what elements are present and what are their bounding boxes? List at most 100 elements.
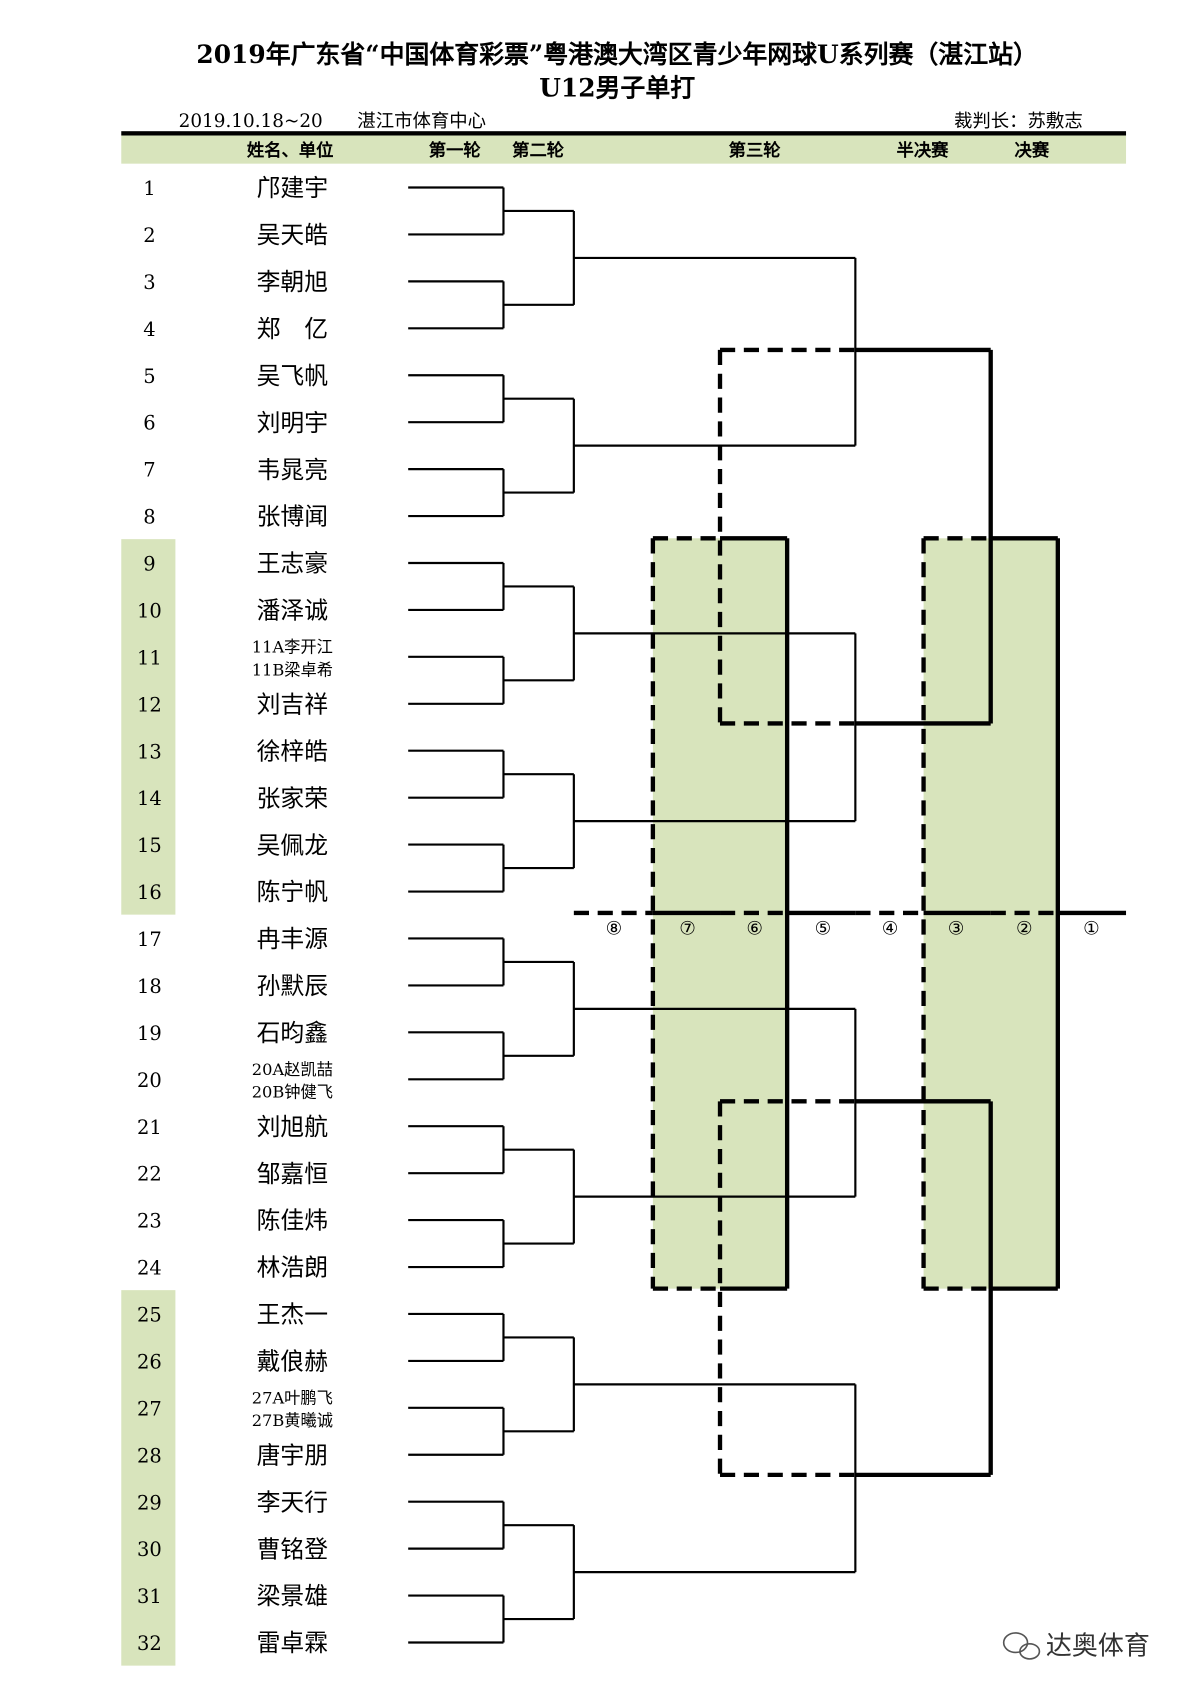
seed-number: 14	[137, 787, 162, 810]
player-name: 张家荣	[257, 784, 328, 812]
player-name: 唐宇朋	[257, 1441, 328, 1469]
seed-number: 7	[143, 459, 155, 482]
seed-number: 1	[143, 177, 155, 200]
player-name-a: 11A李开江	[252, 638, 333, 657]
player-name: 林浩朗	[257, 1254, 328, 1282]
player-name: 王志豪	[257, 550, 328, 578]
player-name: 张博闻	[257, 503, 328, 531]
seed-number: 12	[137, 693, 162, 716]
seed-number: 32	[137, 1632, 162, 1655]
seed-number: 25	[137, 1304, 162, 1327]
seed-number: 6	[143, 412, 155, 435]
col-round3: 第三轮	[729, 140, 782, 161]
player-name: 王杰一	[257, 1301, 328, 1329]
player-name: 刘明宇	[257, 409, 328, 437]
player-name: 吴天皓	[257, 221, 328, 249]
player-row: 19 石昀鑫	[137, 1019, 328, 1047]
player-name-b: 20B钟健飞	[252, 1083, 333, 1102]
seed-number: 10	[137, 599, 162, 622]
court-number: ⑥	[746, 919, 763, 940]
player-name: 戴俍赫	[257, 1348, 328, 1376]
player-row: 1 邝建宇	[143, 174, 328, 202]
player-row: 2 吴天皓	[143, 221, 328, 249]
player-row: 14 张家荣	[137, 784, 328, 812]
col-round2: 第二轮	[512, 140, 565, 161]
player-row: 6 刘明宇	[143, 409, 328, 437]
player-name-b: 27B黄曦诚	[252, 1411, 333, 1430]
col-round1: 第一轮	[429, 140, 482, 161]
player-name: 潘泽诚	[257, 597, 329, 625]
watermark-text: 达奥体育	[1046, 1632, 1150, 1662]
seed-number: 4	[143, 318, 155, 341]
player-name: 邝建宇	[257, 174, 328, 202]
seed-number: 19	[137, 1022, 162, 1045]
player-row: 11 11A李开江 11B梁卓希	[137, 638, 333, 680]
player-name-a: 20A赵凯喆	[252, 1060, 333, 1079]
player-row: 5 吴飞帆	[143, 362, 328, 390]
player-name: 吴飞帆	[257, 362, 329, 390]
seed-number: 26	[137, 1350, 162, 1373]
player-row: 7 韦晁亮	[143, 456, 328, 484]
seed-shading	[121, 1290, 176, 1666]
col-final: 决赛	[1015, 140, 1050, 161]
player-name: 石昀鑫	[257, 1019, 328, 1047]
player-name: 冉丰源	[257, 925, 329, 953]
player-row: 21 刘旭航	[137, 1113, 328, 1141]
col-name: 姓名、单位	[247, 140, 334, 161]
header-band	[121, 135, 1127, 164]
player-name: 梁景雄	[257, 1582, 328, 1610]
seed-number: 28	[137, 1444, 162, 1467]
seed-number: 17	[137, 928, 162, 951]
seed-number: 8	[143, 506, 155, 529]
seed-number: 2	[143, 224, 155, 247]
player-name-b: 11B梁卓希	[252, 660, 333, 679]
player-name: 刘旭航	[257, 1113, 329, 1141]
seed-number: 20	[137, 1069, 162, 1092]
player-row: 25 王杰一	[137, 1301, 328, 1329]
seed-number: 16	[137, 881, 162, 904]
seed-number: 23	[137, 1210, 162, 1233]
court-number: ⑤	[815, 919, 832, 940]
col-semifinal: 半决赛	[897, 140, 950, 161]
seed-number: 30	[137, 1538, 162, 1561]
event-venue: 湛江市体育中心	[357, 111, 486, 132]
player-name: 李天行	[257, 1488, 328, 1516]
player-name: 郑 亿	[257, 315, 328, 343]
seed-number: 11	[137, 646, 162, 669]
seed-number: 5	[143, 365, 155, 388]
player-row: 4 郑 亿	[143, 315, 328, 343]
event-subtitle: U12男子单打	[539, 74, 695, 103]
watermark: 达奥体育	[1002, 1632, 1150, 1662]
player-name: 韦晁亮	[257, 456, 328, 484]
player-row: 16 陈宁帆	[137, 878, 328, 906]
seed-number: 3	[143, 271, 155, 294]
tournament-title: 2019年广东省“中国体育彩票”粤港澳大湾区青少年网球U系列赛（湛江站）	[196, 40, 1037, 69]
header-rule	[121, 131, 1127, 136]
player-name-a: 27A叶鹏飞	[252, 1389, 333, 1408]
seed-number: 18	[137, 975, 162, 998]
court-number: ②	[1016, 919, 1033, 940]
player-name: 陈佳炜	[257, 1207, 328, 1235]
seed-number: 13	[137, 740, 162, 763]
event-date: 2019.10.18~20	[179, 111, 323, 132]
player-name: 陈宁帆	[257, 878, 329, 906]
player-name: 邹嘉恒	[257, 1160, 328, 1188]
court-number: ⑧	[606, 919, 623, 940]
seed-number: 31	[137, 1585, 162, 1608]
player-name: 刘吉祥	[257, 690, 328, 718]
player-row: 23 陈佳炜	[137, 1207, 328, 1235]
seed-number: 21	[137, 1116, 162, 1139]
seed-number: 15	[137, 834, 162, 857]
player-row: 28 唐宇朋	[137, 1441, 328, 1469]
